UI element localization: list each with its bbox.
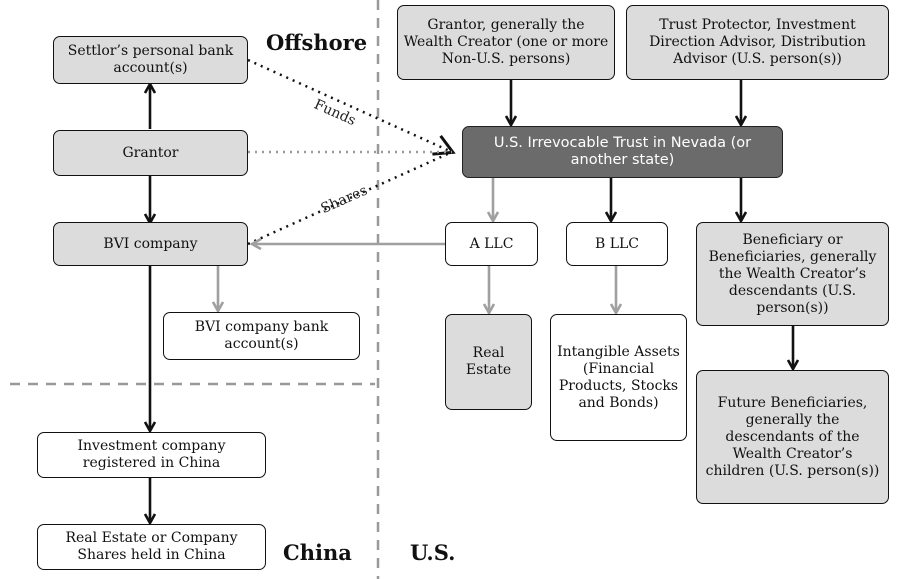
node-beneficiaries: Beneficiary or Beneficiaries, generally … [696,222,889,326]
node-grantor-top: Grantor, generally the Wealth Creator (o… [397,5,615,80]
node-bvi-company: BVI company [53,222,248,266]
node-a-llc: A LLC [445,222,538,266]
node-china-investment-co: Investment company registered in China [37,432,266,478]
node-settlor-account: Settlor’s personal bank account(s) [53,36,248,84]
edge-label-funds: Funds [311,97,358,129]
region-offshore: Offshore [266,30,368,55]
node-grantor-left: Grantor [53,130,248,176]
node-real-estate: Real Estate [445,314,532,410]
node-china-assets: Real Estate or Company Shares held in Ch… [37,524,266,570]
region-china: China [283,540,352,565]
node-intangible-assets: Intangible Assets (Financial Products, S… [550,314,687,441]
node-future-beneficiaries: Future Beneficiaries, generally the desc… [696,370,889,504]
node-us-trust: U.S. Irrevocable Trust in Nevada (or ano… [462,126,783,178]
region-us: U.S. [410,540,456,565]
node-trust-protector: Trust Protector, Investment Direction Ad… [626,5,889,80]
node-bvi-bank: BVI company bank account(s) [163,312,360,360]
edge-label-shares: Shares [319,183,370,218]
node-b-llc: B LLC [566,222,668,266]
